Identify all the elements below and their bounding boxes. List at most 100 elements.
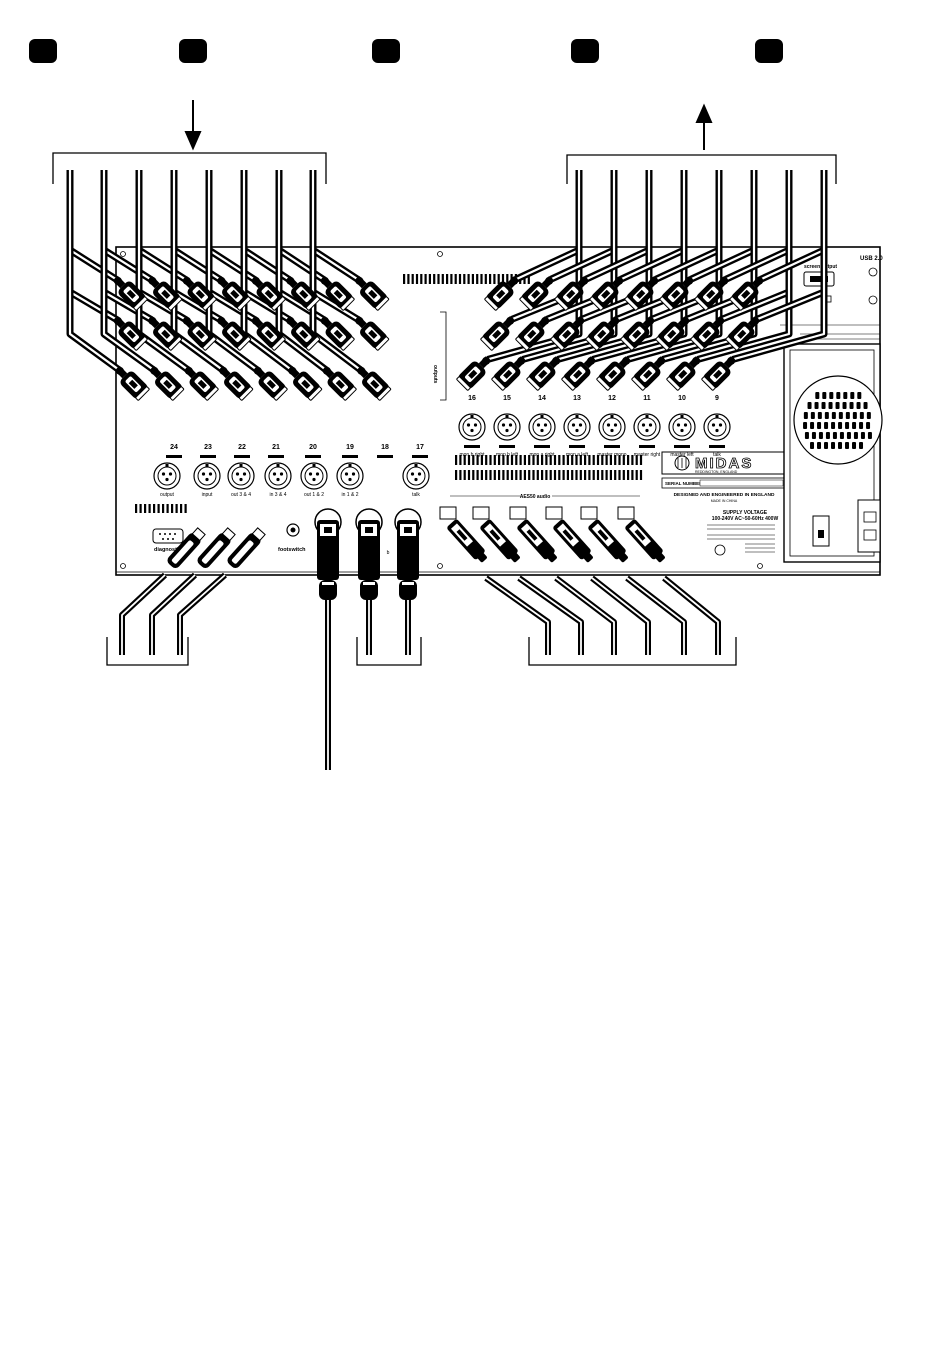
aes50-plug[interactable] xyxy=(552,518,596,565)
output-socket-2[interactable] xyxy=(493,413,521,441)
xlr-plug[interactable] xyxy=(554,272,594,312)
vent-slot xyxy=(553,455,557,465)
aes50-plug[interactable] xyxy=(624,518,668,565)
xlr-plug[interactable] xyxy=(491,352,531,392)
aes-plug-a[interactable] xyxy=(355,508,383,600)
socket-pin xyxy=(575,428,579,433)
xlr-plug[interactable] xyxy=(515,312,555,352)
power-inlet[interactable] xyxy=(857,499,881,553)
footswitch-aes-plug[interactable] xyxy=(314,508,342,600)
xlr-plug[interactable] xyxy=(214,362,254,402)
aes50-socket[interactable] xyxy=(580,506,598,520)
aes50-socket[interactable] xyxy=(509,506,527,520)
xlr-plug[interactable] xyxy=(145,362,185,402)
aux-socket-5[interactable] xyxy=(300,462,328,490)
xlr-plug[interactable] xyxy=(178,312,218,352)
vent-slot xyxy=(549,455,552,465)
xlr-plug[interactable] xyxy=(589,272,629,312)
xlr-plug[interactable] xyxy=(631,352,671,392)
xlr-plug[interactable] xyxy=(281,312,321,352)
xlr-plug[interactable] xyxy=(247,312,287,352)
xlr-plug[interactable] xyxy=(701,352,741,392)
xlr-plug[interactable] xyxy=(281,272,321,312)
xlr-plug[interactable] xyxy=(247,272,287,312)
xlr-plug[interactable] xyxy=(690,312,730,352)
vent-slot xyxy=(489,470,492,480)
xlr-plug[interactable] xyxy=(659,272,699,312)
aes50-plug[interactable] xyxy=(587,518,631,565)
aes50-plug[interactable] xyxy=(479,518,523,565)
aes50-socket[interactable] xyxy=(617,506,635,520)
xlr-plug[interactable] xyxy=(143,272,183,312)
xlr-plug[interactable] xyxy=(316,272,356,312)
xlr-plug[interactable] xyxy=(655,312,695,352)
aux-socket-7[interactable] xyxy=(402,462,430,490)
xlr-plug[interactable] xyxy=(109,312,149,352)
aes50-socket[interactable] xyxy=(472,506,490,520)
xlr-plug[interactable] xyxy=(624,272,664,312)
aux-socket-4[interactable] xyxy=(264,462,292,490)
plug-button xyxy=(335,379,345,389)
aux-socket-2[interactable] xyxy=(193,462,221,490)
aux-socket-6[interactable] xyxy=(336,462,364,490)
aes50-plug[interactable] xyxy=(516,518,560,565)
usb-port-2[interactable] xyxy=(868,295,878,305)
diagnostic-plug[interactable] xyxy=(195,527,236,571)
xlr-plug[interactable] xyxy=(350,312,390,352)
xlr-plug[interactable] xyxy=(178,272,218,312)
aes50-socket[interactable] xyxy=(545,506,563,520)
aux-socket-1[interactable] xyxy=(153,462,181,490)
socket-pin xyxy=(715,428,719,433)
aes50-cable-core xyxy=(626,577,685,655)
aes50-socket[interactable] xyxy=(439,506,457,520)
xlr-plug[interactable] xyxy=(316,312,356,352)
xlr-plug[interactable] xyxy=(480,312,520,352)
xlr-plug[interactable] xyxy=(729,272,769,312)
plug-button xyxy=(299,289,309,299)
xlr-plug[interactable] xyxy=(180,362,220,402)
output-socket-4[interactable] xyxy=(563,413,591,441)
xlr-plug[interactable] xyxy=(352,362,392,402)
xlr-plug[interactable] xyxy=(111,362,151,402)
aes-plug-b[interactable] xyxy=(394,508,422,600)
aes-pair-mark: b xyxy=(387,550,390,556)
xlr-plug[interactable] xyxy=(596,352,636,392)
xlr-plug[interactable] xyxy=(350,272,390,312)
xlr-plug[interactable] xyxy=(585,312,625,352)
xlr-plug[interactable] xyxy=(519,272,559,312)
xlr-plug[interactable] xyxy=(666,352,706,392)
output-socket-7[interactable] xyxy=(668,413,696,441)
output-socket-1[interactable] xyxy=(458,413,486,441)
xlr-plug[interactable] xyxy=(484,272,524,312)
xlr-plug[interactable] xyxy=(694,272,734,312)
xlr-plug[interactable] xyxy=(725,312,765,352)
xlr-plug[interactable] xyxy=(620,312,660,352)
output-socket-5[interactable] xyxy=(598,413,626,441)
output-socket-3[interactable] xyxy=(528,413,556,441)
aes50-plug[interactable] xyxy=(446,518,490,565)
socket-latch xyxy=(312,464,316,467)
plug-boot xyxy=(322,366,331,375)
xlr-plug[interactable] xyxy=(249,362,289,402)
xlr-plug[interactable] xyxy=(550,312,590,352)
vent-slot xyxy=(148,504,151,513)
output-socket-6[interactable] xyxy=(633,413,661,441)
vent-slot xyxy=(566,455,569,465)
aux-socket-3[interactable] xyxy=(227,462,255,490)
xlr-plug[interactable] xyxy=(143,312,183,352)
xlr-plug[interactable] xyxy=(109,272,149,312)
xlr-plug[interactable] xyxy=(526,352,566,392)
xlr-plug[interactable] xyxy=(212,312,252,352)
xlr-plug[interactable] xyxy=(318,362,358,402)
usb-port-1[interactable] xyxy=(868,267,878,277)
fan-slot xyxy=(810,412,815,419)
diagnostic-plug[interactable] xyxy=(225,527,266,571)
xlr-plug[interactable] xyxy=(561,352,601,392)
xlr-plug[interactable] xyxy=(456,352,496,392)
diagnostic-port[interactable] xyxy=(152,528,184,544)
diagnostic-plug[interactable] xyxy=(165,527,206,571)
xlr-plug[interactable] xyxy=(212,272,252,312)
output-socket-8[interactable] xyxy=(703,413,731,441)
socket-label: master right xyxy=(634,452,661,458)
xlr-plug[interactable] xyxy=(283,362,323,402)
